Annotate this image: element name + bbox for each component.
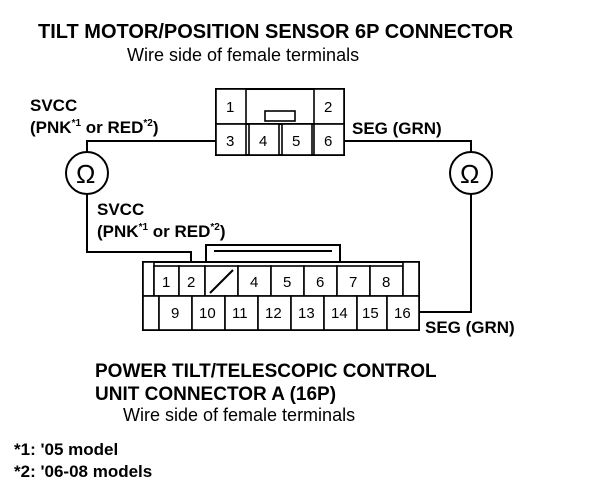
- footnote-1: *1: '05 model: [14, 440, 118, 459]
- bottom-pin-15: 15: [362, 305, 379, 322]
- mid-svcc-line1: SVCC: [97, 200, 144, 219]
- left-svcc-label: SVCC (PNK*1 or RED*2): [30, 96, 158, 137]
- right-seg-label-bottom: SEG (GRN): [425, 318, 515, 337]
- bottom-connector-title-line1: POWER TILT/TELESCOPIC CONTROL: [95, 361, 437, 382]
- left-svcc-line2: (PNK*1 or RED*2): [30, 118, 158, 137]
- mid-svcc-label: SVCC (PNK*1 or RED*2): [97, 200, 225, 241]
- bottom-pin-1: 1: [162, 274, 170, 291]
- bottom-pin-14: 14: [331, 305, 348, 322]
- ohm-icon: Ω: [76, 159, 95, 189]
- bottom-connector: 1 2 4 5 6 7 8 9 10 11 12 13 14 15 16: [142, 244, 420, 331]
- left-svcc-line1: SVCC: [30, 96, 77, 115]
- ohmmeter-left: Ω: [65, 151, 109, 195]
- bottom-pin-4: 4: [250, 274, 258, 291]
- top-pin-5: 5: [292, 133, 300, 150]
- right-seg-label-top: SEG (GRN): [352, 119, 442, 138]
- ohm-icon: Ω: [460, 159, 479, 189]
- wires: [86, 140, 472, 313]
- bottom-pin-8: 8: [382, 274, 390, 291]
- top-pin-4: 4: [259, 133, 267, 150]
- footnote-2: *2: '06-08 models: [14, 462, 152, 481]
- top-connector-subtitle: Wire side of female terminals: [127, 45, 359, 65]
- ohmmeter-right: Ω: [449, 151, 493, 195]
- bottom-pin-7: 7: [349, 274, 357, 291]
- bottom-pin-2: 2: [187, 274, 195, 291]
- top-pin-6: 6: [324, 133, 332, 150]
- bottom-pin-16: 16: [394, 305, 411, 322]
- bottom-pin-5: 5: [283, 274, 291, 291]
- bottom-pin-10: 10: [199, 305, 216, 322]
- top-pin-3: 3: [226, 133, 234, 150]
- top-pin-1: 1: [226, 99, 234, 116]
- bottom-pin-12: 12: [265, 305, 282, 322]
- bottom-pin-11: 11: [232, 305, 248, 322]
- top-connector: 1 2 3 4 5 6: [215, 88, 345, 156]
- bottom-connector-title-line2: UNIT CONNECTOR A (16P): [95, 384, 336, 405]
- top-pin-2: 2: [324, 99, 332, 116]
- mid-svcc-line2: (PNK*1 or RED*2): [97, 222, 225, 241]
- bottom-pin-13: 13: [298, 305, 315, 322]
- bottom-pin-6: 6: [316, 274, 324, 291]
- top-connector-title: TILT MOTOR/POSITION SENSOR 6P CONNECTOR: [38, 21, 514, 43]
- bottom-connector-subtitle: Wire side of female terminals: [123, 405, 355, 425]
- bottom-pin-9: 9: [171, 305, 179, 322]
